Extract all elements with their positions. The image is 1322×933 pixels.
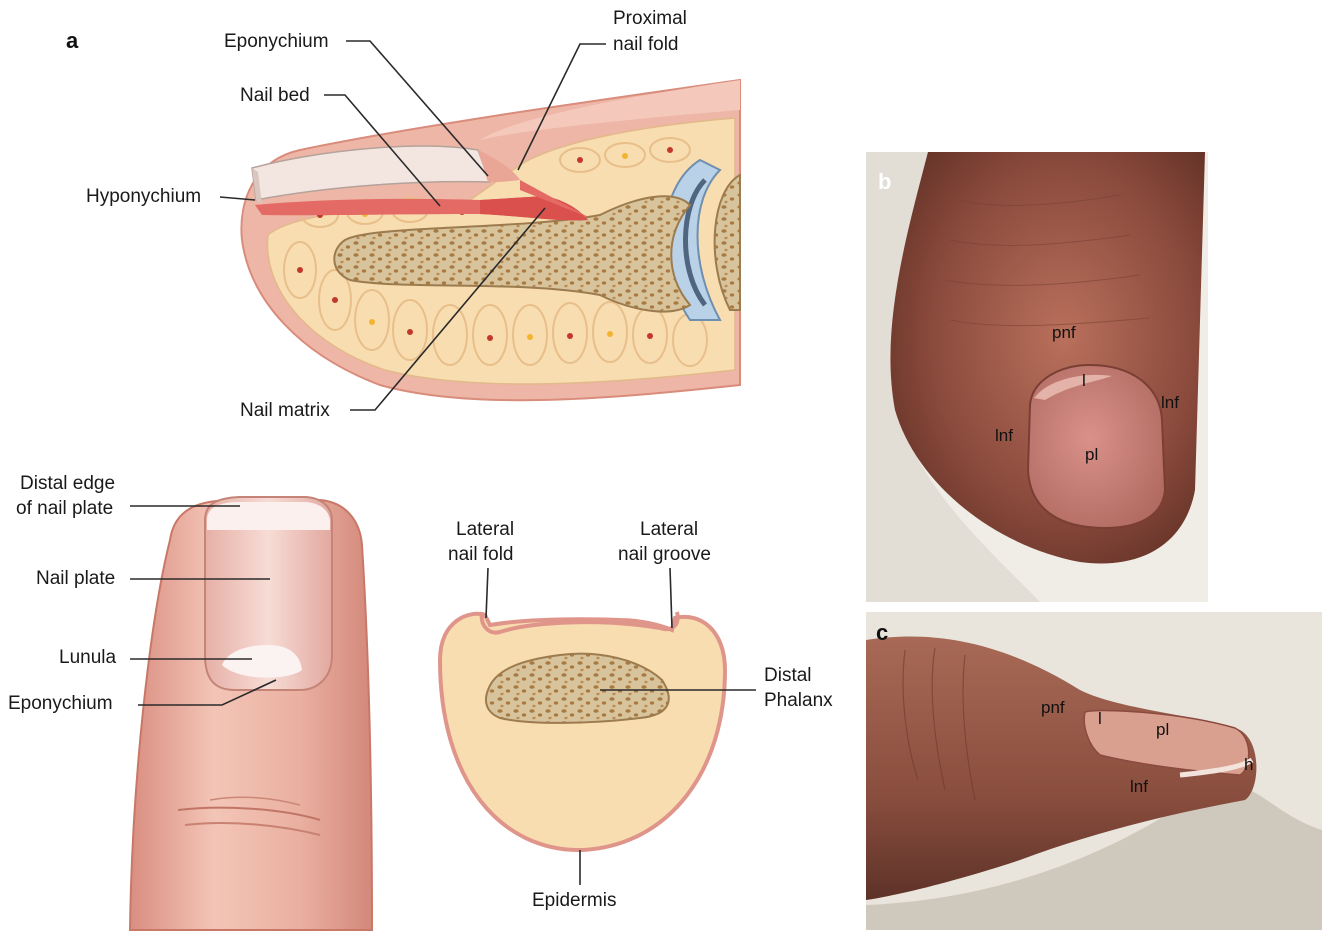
eponychium-dorsal-label: Eponychium (8, 693, 113, 714)
nail-matrix-label: Nail matrix (240, 400, 330, 421)
panel-letter-b: b (878, 169, 891, 194)
proximal-nail-fold-label-line2: nail fold (613, 34, 679, 55)
distal-phalanx-label-line1: Distal (764, 665, 812, 686)
photo-c (866, 612, 1322, 930)
panel-letter-c: c (876, 620, 888, 645)
photo-c-l-label: l (1098, 709, 1102, 728)
photo-b-lnf-right-label: lnf (1161, 393, 1179, 412)
distal-edge-label-line2: of nail plate (16, 498, 113, 519)
photo-c-pl-label: pl (1156, 720, 1169, 739)
lateral-nail-groove-label-line2: nail groove (618, 544, 711, 565)
photo-b-l-label: l (1082, 371, 1086, 390)
lateral-nail-fold-label-line2: nail fold (448, 544, 514, 565)
nail-plate-label: Nail plate (36, 568, 115, 589)
label-lateral-nail-fold: Lateral nail fold (448, 519, 514, 618)
cross-section-illustration (440, 612, 725, 850)
dorsal-finger-illustration (130, 497, 372, 930)
eponychium-label: Eponychium (224, 31, 329, 52)
label-lateral-nail-groove: Lateral nail groove (618, 519, 711, 628)
label-hyponychium: Hyponychium (86, 186, 255, 207)
nail-bed-label: Nail bed (240, 85, 310, 106)
photo-c-lnf-label: lnf (1130, 777, 1148, 796)
photo-b-pnf-label: pnf (1052, 323, 1076, 342)
epidermis-label: Epidermis (532, 890, 616, 911)
distal-edge-label-line1: Distal edge (20, 473, 115, 494)
lateral-nail-fold-label-line1: Lateral (456, 519, 514, 540)
lunula-label: Lunula (59, 647, 116, 668)
photo-b-pl-label: pl (1085, 445, 1098, 464)
distal-phalanx-label-line2: Phalanx (764, 690, 833, 711)
photo-b-lnf-left-label: lnf (995, 426, 1013, 445)
photo-c-pnf-label: pnf (1041, 698, 1065, 717)
photo-c-h-label: h (1244, 755, 1253, 774)
panel-letter-a: a (66, 28, 79, 53)
proximal-nail-fold-label-line1: Proximal (613, 8, 687, 29)
lateral-nail-groove-label-line1: Lateral (640, 519, 698, 540)
sagittal-section-illustration (241, 80, 740, 400)
photo-b (866, 152, 1208, 602)
label-epidermis: Epidermis (532, 850, 616, 911)
hyponychium-label: Hyponychium (86, 186, 201, 207)
